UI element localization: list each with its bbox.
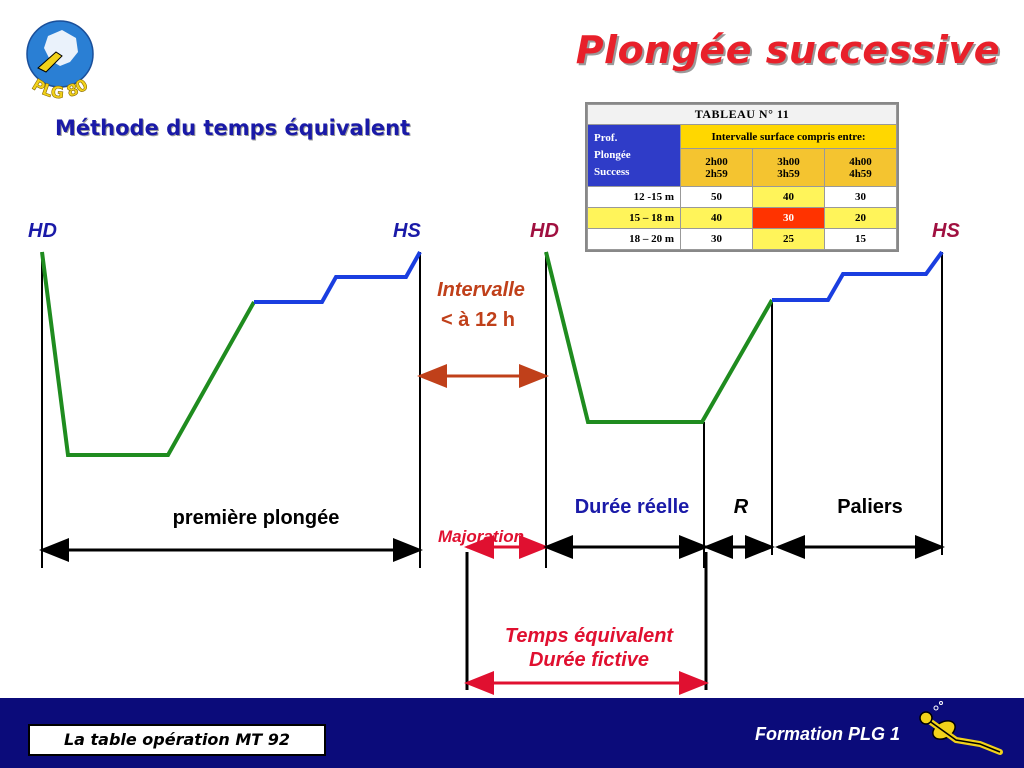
paliers-label: Paliers	[837, 496, 903, 518]
majoration-label: Majoration	[438, 527, 524, 546]
value-cell-highlight: 30	[752, 207, 825, 229]
footer-right-label: Formation PLG 1	[754, 724, 900, 744]
tableau-11: TABLEAU N° 11 Prof. Plongée Success Inte…	[585, 102, 899, 252]
r-label: R	[734, 496, 749, 518]
depth-cell: 18 – 20 m	[587, 228, 681, 250]
dive2-descent-bottom-ascent	[544, 251, 774, 424]
duree-reelle-label: Durée réelle	[575, 496, 690, 518]
interval-header: Intervalle surface compris entre:	[680, 124, 897, 149]
prof-line: Success	[594, 166, 630, 178]
dive-profile-diagram: HD HS HD HS Intervalle < à 12 h première…	[28, 220, 960, 695]
dive2-stops	[772, 250, 944, 302]
dive1-descent-bottom-ascent	[40, 251, 256, 457]
page-title: Plongée successive	[575, 28, 1000, 72]
prof-line: Plongée	[594, 149, 631, 161]
prof-header: Prof. Plongée Success	[587, 124, 681, 187]
value-cell: 20	[824, 207, 897, 229]
table-row: 12 -15 m 50 40 30	[587, 186, 897, 208]
diver-icon	[919, 701, 1003, 755]
value-cell: 30	[824, 186, 897, 208]
interval-limit-label: < à 12 h	[441, 309, 515, 331]
value-cell: 40	[680, 207, 753, 229]
interval-from: 4h00	[849, 155, 872, 168]
hd2-label: HD	[530, 220, 559, 242]
interval-to: 3h59	[777, 167, 800, 180]
footer-left-label: La table opération MT 92	[28, 724, 326, 756]
dive1-stops	[254, 251, 422, 304]
prof-line: Prof.	[594, 132, 618, 144]
value-cell: 15	[824, 228, 897, 250]
interval-from: 3h00	[777, 155, 800, 168]
table-grid: TABLEAU N° 11 Prof. Plongée Success Inte…	[587, 104, 897, 250]
interval-to: 4h59	[849, 167, 872, 180]
interval-to: 2h59	[705, 167, 728, 180]
table-row: 15 – 18 m 40 30 20	[587, 207, 897, 229]
premiere-label: première plongée	[173, 507, 340, 529]
depth-cell: 15 – 18 m	[587, 207, 681, 229]
value-cell: 25	[752, 228, 825, 250]
hd1-label: HD	[28, 220, 57, 242]
hs2-label: HS	[932, 220, 960, 242]
duree-fictive-label: Durée fictive	[529, 649, 649, 671]
page-subtitle: Méthode du temps équivalent	[55, 116, 411, 140]
diver-logo-icon	[37, 51, 63, 73]
interval-label: Intervalle	[437, 279, 525, 301]
value-cell: 50	[680, 186, 753, 208]
interval-from: 2h00	[705, 155, 728, 168]
table-row: 18 – 20 m 30 25 15	[587, 228, 897, 250]
plg-logo: PLG 80	[26, 20, 94, 103]
hs1-label: HS	[393, 220, 421, 242]
temps-equivalent-label: Temps équivalent	[505, 625, 675, 647]
